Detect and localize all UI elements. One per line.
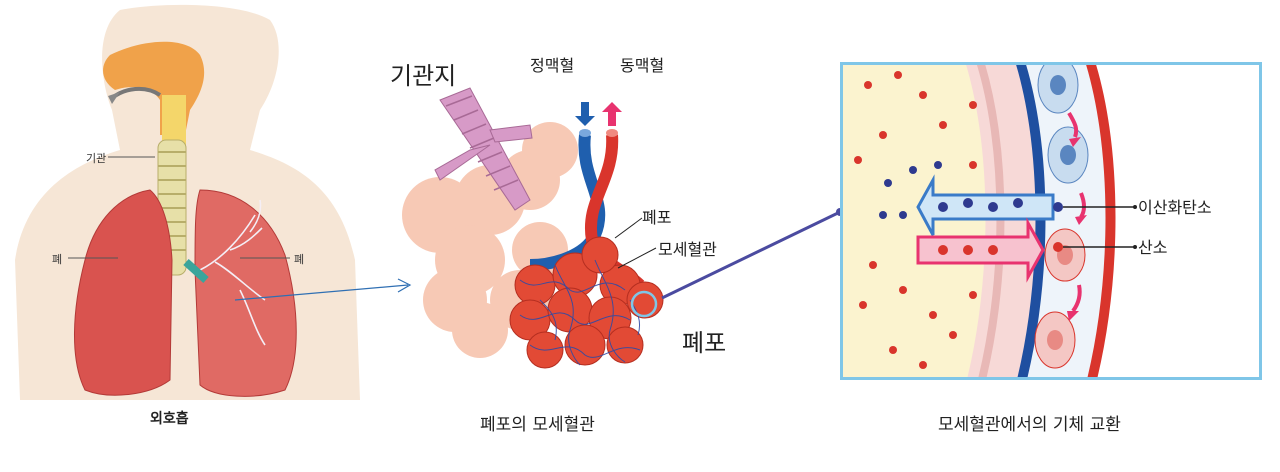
co2-arrow-icon — [916, 174, 1055, 236]
o2-arrow-icon — [916, 217, 1045, 283]
gas-exchange-zoom-frame — [840, 62, 1262, 380]
alveoli-illustration: 기관지 정맥혈 동맥혈 폐포 모세혈관 폐포 폐포의 모세혈관 — [380, 0, 780, 472]
vein-arrow-icon — [575, 102, 595, 126]
left-caption: 외호흡 — [150, 411, 189, 427]
alveolar-sac-cluster — [509, 236, 664, 369]
left-lung — [74, 189, 173, 396]
bronchus — [434, 87, 533, 211]
gas-exchange-figure — [843, 65, 1259, 377]
o2-label: 산소 — [1138, 238, 1168, 257]
respiratory-system-illustration: 기관 폐 폐 외호흡 — [0, 0, 360, 472]
co2-label: 이산화탄소 — [1138, 198, 1212, 217]
artery-arrow-icon — [602, 102, 622, 126]
left-lung-label: 폐 — [52, 253, 63, 266]
middle-caption: 폐포의 모세혈관 — [480, 415, 595, 435]
alveoli-capillary-figure — [402, 87, 664, 369]
trachea-label: 기관 — [86, 152, 107, 165]
blood-cells — [1034, 65, 1089, 369]
alveolus-small-label: 폐포 — [642, 208, 672, 227]
alveolus-big-label: 폐포 — [682, 329, 727, 357]
artery-label: 동맥혈 — [620, 56, 665, 75]
bronchus-label: 기관지 — [390, 62, 457, 90]
vein-label: 정맥혈 — [530, 56, 575, 75]
capillary-label: 모세혈관 — [658, 240, 717, 259]
right-caption: 모세혈관에서의 기체 교환 — [938, 415, 1121, 435]
right-lung — [194, 189, 297, 397]
right-lung-label: 폐 — [294, 253, 305, 266]
human-torso-figure — [15, 4, 360, 400]
